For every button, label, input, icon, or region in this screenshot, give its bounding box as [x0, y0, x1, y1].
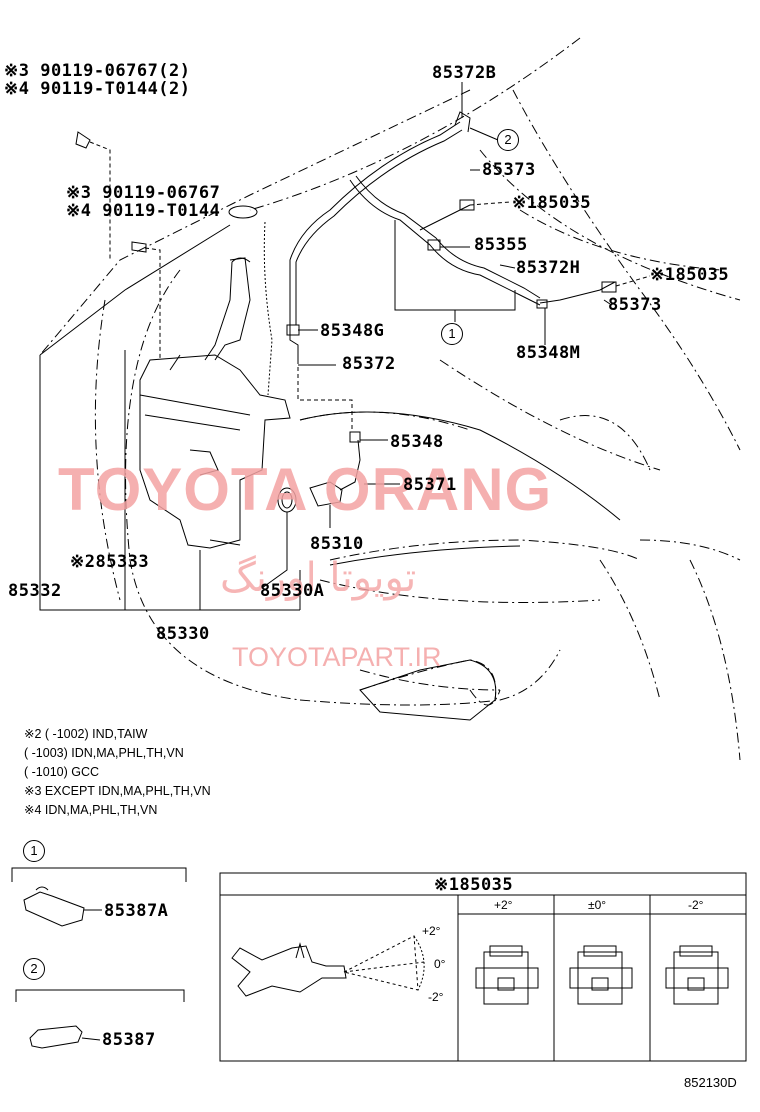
label-85387: 85387 — [102, 1030, 156, 1050]
column-header-zero: ±0° — [588, 898, 607, 912]
note-line: ※2 ( -1002) IND,TAIW — [24, 727, 148, 741]
label-85330: 85330 — [156, 624, 210, 644]
detail-1-circle: 1 — [23, 840, 45, 862]
washer-tank — [139, 257, 291, 549]
angle-label-minus2: -2° — [428, 990, 444, 1004]
watermark-persian: تویوتا اورنگ — [220, 555, 417, 601]
label-85310: 85310 — [310, 534, 364, 554]
label-85372B: 85372B — [432, 63, 497, 83]
label-85332: 85332 — [8, 581, 62, 601]
diagram-code: 852130D — [684, 1075, 737, 1090]
note-line: ※4 IDN,MA,PHL,TH,VN — [24, 803, 158, 817]
note-line: ( -1010) GCC — [24, 765, 100, 779]
label-85372: 85372 — [342, 354, 396, 374]
column-header-plus2: +2° — [494, 898, 513, 912]
callout-2-top: 2 — [497, 129, 519, 151]
column-header-minus2: -2° — [688, 898, 704, 912]
callout-1-top: 1 — [441, 323, 463, 345]
label-85035-right: ※185035 — [650, 265, 730, 285]
label-85355: 85355 — [474, 235, 528, 255]
detail-2-circle: 2 — [23, 958, 45, 980]
label-85373-right: 85373 — [608, 295, 662, 315]
label-bolt-a-1: ※3 90119-06767(2) — [4, 61, 191, 81]
label-85348M: 85348M — [516, 343, 581, 363]
label-85035-top: ※185035 — [512, 193, 592, 213]
angle-label-plus2: +2° — [422, 924, 441, 938]
watermark-site: TOYOTAPART.IR — [232, 642, 442, 672]
note-line: ※3 EXCEPT IDN,MA,PHL,TH,VN — [24, 784, 211, 798]
label-85333: ※285333 — [70, 552, 150, 572]
label-85372H: 85372H — [516, 258, 581, 278]
label-bolt-b-1: ※3 90119-06767 — [66, 183, 221, 203]
label-bolt-a-2: ※4 90119-T0144(2) — [4, 79, 191, 99]
vehicle-outline — [39, 37, 741, 761]
label-85348G: 85348G — [320, 321, 385, 341]
angle-label-zero: 0° — [434, 957, 446, 971]
label-85373-top: 85373 — [482, 160, 536, 180]
note-line: ( -1003) IDN,MA,PHL,TH,VN — [24, 746, 184, 760]
nozzle-table-title: ※185035 — [434, 875, 514, 895]
label-85330A: 85330A — [260, 581, 325, 601]
label-85387A: 85387A — [104, 901, 169, 921]
watermark-brand: TOYOTA ORANG — [58, 456, 553, 523]
label-bolt-b-2: ※4 90119-T0144 — [66, 201, 221, 221]
label-85348: 85348 — [390, 432, 444, 452]
label-85371: 85371 — [403, 475, 457, 495]
